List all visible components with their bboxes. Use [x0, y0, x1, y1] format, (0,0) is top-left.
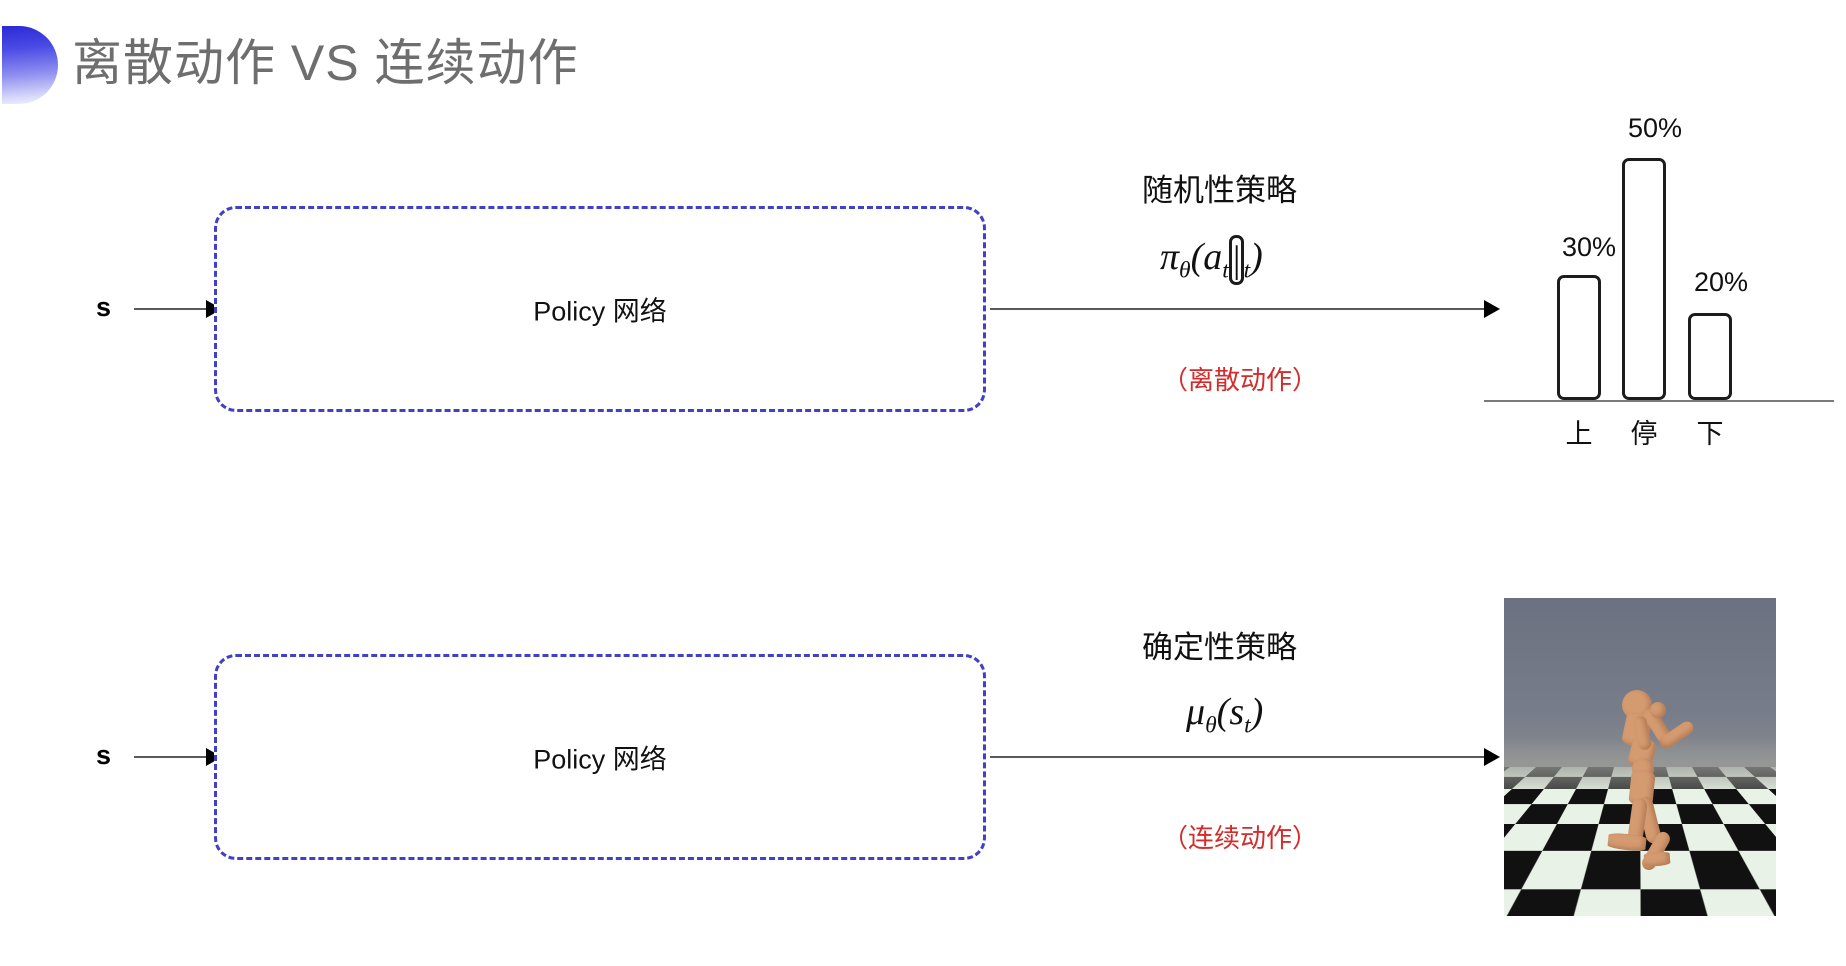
formula-s-2: s — [1229, 691, 1245, 733]
policy-network-box-continuous[interactable]: Policy 网络 — [214, 654, 986, 860]
input-state-label-continuous: s — [96, 740, 112, 770]
action-type-note-discrete: （离散动作） — [1162, 365, 1319, 395]
discrete-action-bar-chart: 30% 50% 20% 上 停 下 — [1470, 110, 1846, 450]
formula-mu-subscript: θ — [1205, 712, 1217, 739]
formula-a: a — [1203, 236, 1223, 278]
formula-open-paren-2: ( — [1216, 691, 1230, 733]
humanoid-right-hand — [1650, 702, 1666, 718]
bottom-edge-strip — [0, 952, 1846, 966]
bar-category-label-0: 上 — [1565, 419, 1593, 449]
bar-1 — [1622, 158, 1666, 400]
formula-pi: π — [1160, 236, 1180, 278]
input-state-label-discrete: s — [96, 292, 112, 322]
formula-close-paren: ) — [1250, 236, 1263, 278]
action-type-note-continuous: （连续动作） — [1162, 823, 1319, 853]
formula-conditional-bar: | — [1228, 235, 1245, 285]
humanoid-simulation-image — [1504, 598, 1776, 916]
title-bullet-icon — [2, 26, 58, 104]
page-title: 离散动作 VS 连续动作 — [72, 35, 579, 91]
bar-2 — [1688, 313, 1732, 400]
policy-formula-discrete: πθ(at|st) — [1160, 235, 1263, 285]
bar-value-label-2: 20% — [1693, 267, 1749, 297]
formula-a-subscript: t — [1222, 257, 1229, 284]
output-arrow-head-discrete — [1484, 300, 1500, 318]
formula-open-paren: ( — [1190, 236, 1204, 278]
policy-type-label-discrete: 随机性策略 — [1142, 173, 1297, 208]
formula-s-subscript: t — [1243, 257, 1251, 284]
formula-s-subscript-2: t — [1244, 712, 1251, 739]
policy-network-label-discrete: Policy 网络 — [533, 296, 667, 327]
policy-formula-continuous: μθ(st) — [1186, 690, 1263, 740]
bar-0 — [1557, 275, 1601, 400]
input-arrow-line-continuous — [134, 756, 220, 758]
formula-pi-subscript: θ — [1179, 257, 1191, 284]
bar-category-label-1: 停 — [1630, 419, 1658, 449]
bar-value-label-0: 30% — [1561, 232, 1617, 262]
bar-value-label-1: 50% — [1627, 113, 1683, 143]
chart-baseline-axis — [1484, 400, 1834, 402]
formula-close-paren-2: ) — [1250, 691, 1264, 733]
formula-mu: μ — [1186, 691, 1206, 733]
policy-type-label-continuous: 确定性策略 — [1142, 630, 1297, 665]
output-arrow-line-discrete — [990, 308, 1492, 310]
input-arrow-line-discrete — [134, 308, 220, 310]
policy-network-box-discrete[interactable]: Policy 网络 — [214, 206, 986, 412]
humanoid-right-foot — [1643, 851, 1671, 867]
output-arrow-line-continuous — [990, 756, 1492, 758]
policy-network-label-continuous: Policy 网络 — [533, 744, 667, 775]
bar-category-label-2: 下 — [1696, 419, 1724, 449]
output-arrow-head-continuous — [1484, 748, 1500, 766]
